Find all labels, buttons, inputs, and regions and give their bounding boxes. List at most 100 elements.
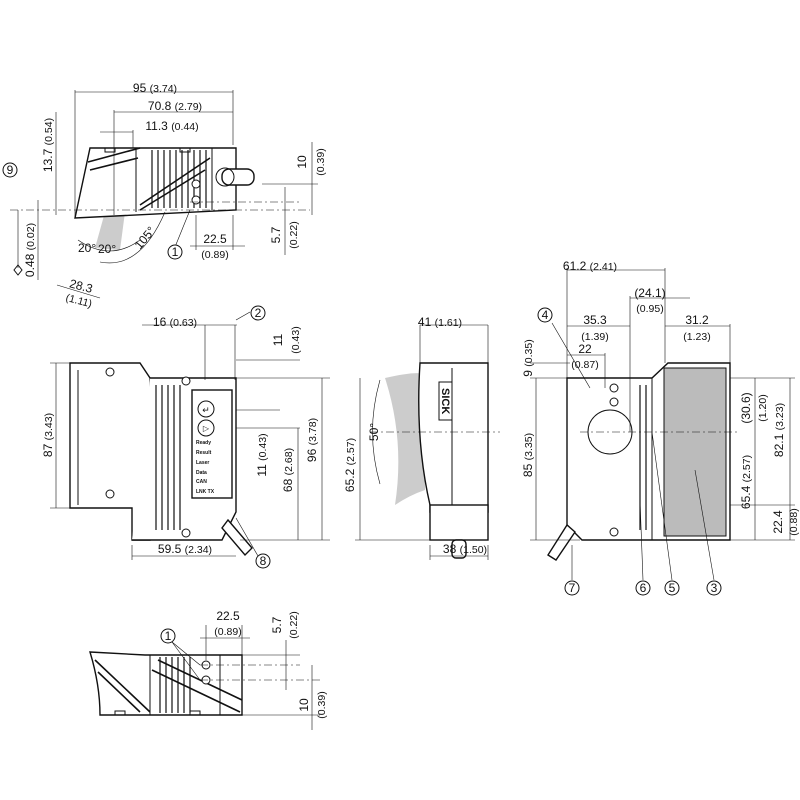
enter-icon: ↵: [202, 405, 210, 415]
connector-collar: [215, 167, 235, 187]
dimension-lines: [530, 268, 795, 581]
dim-82-1: 82.1 (3.23): [772, 403, 786, 457]
dim-35-3: 35.3: [583, 313, 607, 327]
panel-labels: Ready Result Laser Data CAN LNK TX: [196, 440, 215, 495]
dim-10-bottom: 10: [297, 698, 311, 712]
callout-2: 2: [250, 305, 266, 321]
dim-41-mm: 41: [418, 315, 432, 329]
dimension-lines: [17, 90, 318, 299]
screw: [181, 528, 191, 538]
dim-13-7-mm: 13.7: [41, 148, 55, 172]
dim-22-4: 22.4: [771, 510, 785, 534]
dim-11-3: 11.3 (0.44): [145, 119, 198, 133]
dim-96-mm: 96: [305, 448, 319, 462]
dim-22-5-bottom-in: (0.89): [214, 626, 241, 638]
callout-number: 1: [172, 245, 179, 259]
dim-10: 10: [295, 155, 309, 169]
callout-circle: [255, 553, 271, 569]
dim-96-in: (3.78): [307, 418, 319, 445]
callout-circle: [706, 580, 722, 596]
dim-5-7-in: (0.22): [288, 221, 300, 248]
dim-70-8: 70.8 (2.79): [148, 99, 202, 113]
dim-13-7: 13.7 (0.54): [41, 118, 55, 172]
dim-35-3-in: (1.39): [581, 331, 608, 343]
dimension-lines: [171, 625, 320, 730]
dim-0-48-mm: 0.48: [23, 253, 37, 277]
callout-3: 3: [706, 580, 722, 596]
dim-22-in: (0.87): [571, 359, 598, 371]
callout-5: 5: [664, 580, 680, 596]
logo-frame: [438, 381, 453, 421]
dim-10-bottom-in: (0.39): [316, 691, 328, 718]
side-base: [429, 504, 489, 541]
dim-9-in: (0.35): [523, 339, 535, 366]
callout-number: 9: [7, 163, 14, 177]
dim-41-in: (1.61): [435, 317, 462, 329]
dim-30-6-in: (1.20): [757, 394, 769, 421]
dim-10-in: (0.39): [315, 148, 327, 175]
label-result: Result: [196, 450, 212, 456]
dim-11-top-in: (0.43): [290, 326, 302, 353]
dim-65-2-mm: 65.2: [343, 468, 357, 492]
angle-105: 105°: [132, 224, 159, 252]
dim-87-in: (3.43): [43, 413, 55, 440]
angle-20-right: 20°: [98, 242, 116, 256]
dim-85-in: (3.35): [523, 433, 535, 460]
dim-65-2-in: (2.57): [345, 438, 357, 465]
callout-6: 6: [635, 580, 651, 596]
enter-button[interactable]: ↵: [197, 400, 215, 418]
callout-circle: [160, 628, 176, 644]
dim-38: 38 (1.50): [443, 542, 487, 556]
callout-circle: [537, 307, 553, 323]
enter-button-rim[interactable]: [197, 400, 215, 418]
dim-38-in: (1.50): [460, 544, 487, 556]
dim-59-5: 59.5 (2.34): [158, 542, 212, 556]
callout-circle: [664, 580, 680, 596]
callout-4: 4: [537, 307, 553, 323]
play-button-rim[interactable]: [197, 419, 215, 437]
dim-87: 87 (3.43): [41, 413, 55, 457]
dim-9-mm: 9: [521, 370, 535, 377]
rear-view: 61.2 (2.41) (24.1) (0.95) 35.3 (1.39) 31…: [521, 259, 800, 596]
dim-82-1-in: (3.23): [774, 403, 786, 430]
dim-65-2: 65.2 (2.57): [343, 438, 357, 492]
label-laser: Laser: [196, 460, 209, 466]
cable: [221, 518, 253, 557]
callout-number: 5: [669, 581, 676, 595]
dim-61-2-mm: 61.2: [563, 259, 587, 273]
dim-31-2: 31.2: [685, 313, 709, 327]
play-button[interactable]: ▷: [197, 419, 215, 437]
dim-85: 85 (3.35): [521, 433, 535, 477]
dim-22-4-in: (0.88): [788, 508, 800, 535]
dim-0-48-in: (0.02): [25, 223, 37, 250]
dim-87-mm: 87: [41, 443, 55, 457]
dimension-lines: [355, 324, 489, 560]
dim-70-8-in: (2.79): [175, 101, 202, 113]
callout-7: 7: [564, 580, 580, 596]
dim-11-top: 11: [271, 333, 285, 346]
dim-95: 95 (3.74): [133, 81, 177, 95]
dim-10-mm: 10: [295, 155, 309, 169]
top-view: 95 (3.74) 70.8 (2.79) 11.3 (0.44) 13.7 (…: [2, 81, 327, 310]
side-view: SICK 41 (1.61) 50° 65.2 (2.57) 38 (1.50): [343, 315, 500, 560]
dim-82-1-mm: 82.1: [772, 433, 786, 457]
dim-95-in: (3.74): [150, 83, 177, 95]
dim-85-mm: 85: [521, 463, 535, 477]
dim-95-mm: 95: [133, 81, 147, 95]
angle-20-left: 20°: [78, 241, 96, 255]
callout-circle: [2, 162, 18, 178]
label-lnk-tx: LNK TX: [196, 489, 215, 495]
screw: [105, 367, 115, 377]
dim-24-1-in: (0.95): [636, 303, 663, 315]
screw: [609, 397, 619, 407]
dim-68-mm: 68: [281, 478, 295, 492]
dim-16-mm: 16: [153, 315, 167, 329]
dim-22-5-in: (0.89): [201, 249, 228, 261]
sick-logo: SICK: [438, 381, 453, 421]
dim-59-5-mm: 59.5: [158, 542, 182, 556]
callout-number: 8: [260, 554, 267, 568]
callout-number: 1: [165, 629, 172, 643]
callout-number: 2: [255, 306, 262, 320]
callout-circle: [564, 580, 580, 596]
